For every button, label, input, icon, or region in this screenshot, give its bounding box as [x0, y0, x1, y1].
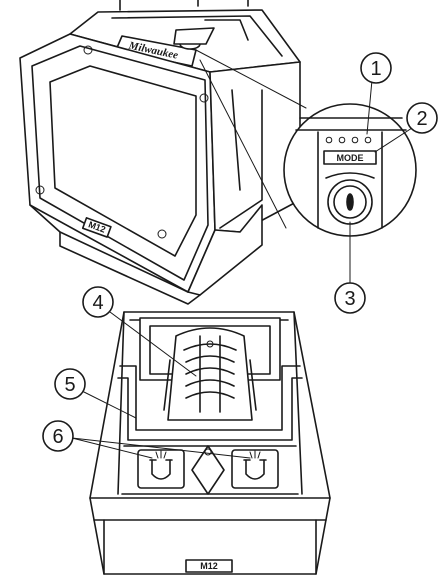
svg-text:2: 2: [416, 108, 427, 130]
svg-text:6: 6: [52, 426, 63, 448]
callout-3: 3: [334, 221, 366, 314]
svg-text:4: 4: [92, 292, 103, 314]
callout-4: 4: [82, 286, 197, 377]
base-holder-bottom: M12: [89, 311, 331, 575]
callout-1: 1: [360, 52, 392, 135]
control-panel-zoom: MODE: [283, 103, 417, 237]
led-indicator: [325, 136, 333, 144]
model-badge-bottom: M12: [200, 561, 218, 571]
mode-label: MODE: [337, 153, 364, 163]
led-indicator: [338, 136, 346, 144]
svg-text:3: 3: [344, 288, 355, 310]
light-unit-top: Milwaukee M12: [19, 0, 307, 305]
callout-2: 2: [374, 102, 438, 153]
callout-6: 6: [42, 420, 251, 459]
led-indicator: [364, 136, 372, 144]
callout-5: 5: [54, 368, 137, 419]
led-indicator: [351, 136, 359, 144]
svg-text:5: 5: [64, 374, 75, 396]
svg-text:1: 1: [370, 58, 381, 80]
